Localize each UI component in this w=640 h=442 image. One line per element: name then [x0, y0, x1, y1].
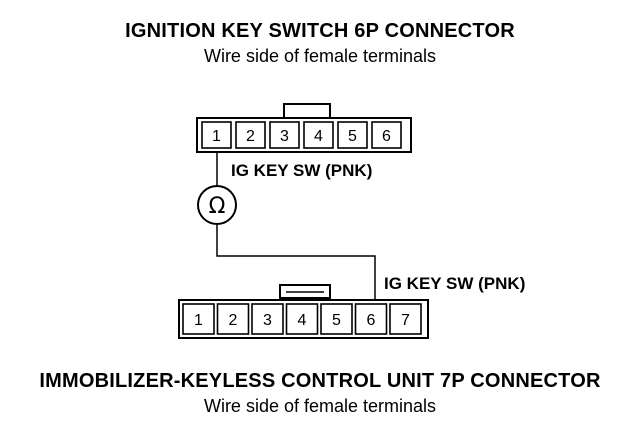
top-connector-lock-tab [283, 103, 331, 118]
top-connector-terminal-cell [269, 121, 300, 149]
top-connector-terminal-cell [337, 121, 368, 149]
bottom-connector-terminal-number: 3 [263, 312, 272, 329]
bottom-connector-terminal-cell [251, 303, 284, 335]
top-connector-terminal-cell [201, 121, 232, 149]
bottom-connector-terminal-cell [320, 303, 353, 335]
wire-meter-to-bottom [216, 224, 376, 300]
bottom-connector-terminal-cell [182, 303, 215, 335]
bottom-connector: 1 2 3 4 5 6 7 [178, 284, 429, 339]
top-connector-terminal-number: 1 [212, 128, 221, 145]
top-connector-terminal-number: 6 [382, 128, 391, 145]
wire-label-bottom: IG KEY SW (PNK) [384, 274, 525, 293]
top-connector-terminal-cell [371, 121, 402, 149]
top-connector-subtitle: Wire side of female terminals [203, 46, 437, 66]
bottom-connector-title: IMMOBILIZER-KEYLESS CONTROL UNIT 7P CONN… [39, 370, 601, 392]
top-connector-terminal-number: 5 [348, 128, 357, 145]
top-connector: 1 2 3 4 5 6 [196, 103, 412, 153]
top-connector-terminal-cell [235, 121, 266, 149]
top-connector-title: IGNITION KEY SWITCH 6P CONNECTOR [125, 20, 515, 42]
bottom-connector-terminal-number: 5 [332, 312, 341, 329]
bottom-connector-terminal-number: 2 [229, 312, 238, 329]
bottom-connector-terminal-number: 4 [298, 312, 307, 329]
ohmmeter: Ω [197, 185, 237, 225]
wire-label-top: IG KEY SW (PNK) [231, 161, 372, 180]
top-connector-terminal-number: 3 [280, 128, 289, 145]
bottom-connector-terminal-number: 1 [194, 312, 203, 329]
top-connector-terminal-number: 2 [246, 128, 255, 145]
bottom-connector-terminal-number: 7 [401, 312, 410, 329]
bottom-connector-subtitle: Wire side of female terminals [203, 396, 437, 416]
top-connector-terminal-cell [303, 121, 334, 149]
bottom-connector-terminal-cell [216, 303, 250, 335]
bottom-connector-terminal-number: 6 [367, 312, 376, 329]
bottom-connector-terminal-cell [354, 303, 388, 335]
bottom-connector-terminal-cell [285, 303, 319, 335]
top-connector-terminal-number: 4 [314, 128, 323, 145]
ohmmeter-symbol: Ω [209, 194, 226, 219]
bottom-connector-terminal-cell [389, 303, 422, 335]
